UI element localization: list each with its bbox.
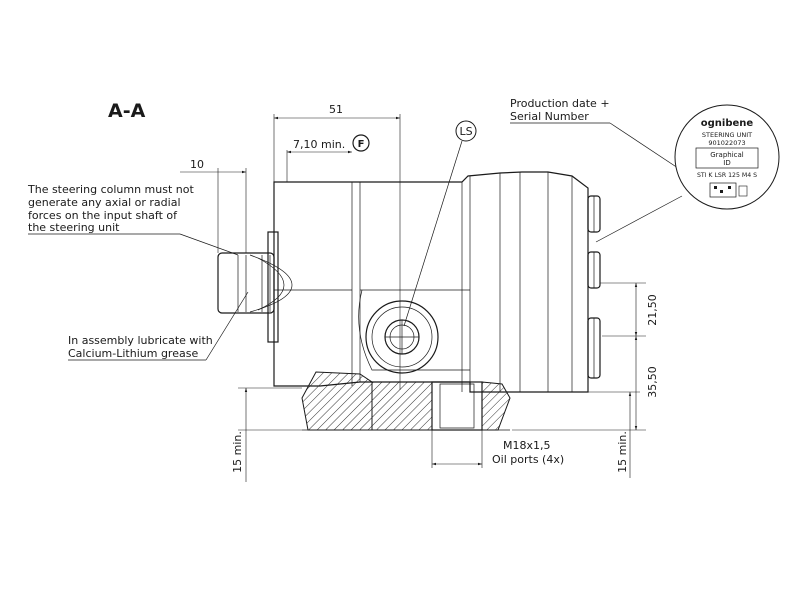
label-code: 901022073 [708,139,745,147]
dim-7-10-text: 7,10 min. [293,138,345,151]
oil-ports-line-1: M18x1,5 [503,439,551,452]
label-graphical-line-1: Graphical [710,151,744,159]
dim-overall-length: 51 [273,103,401,390]
note-production-line-2: Serial Number [510,110,589,123]
dim-15-right-text: 15 min. [616,431,629,473]
oil-ports-line-2: Oil ports (4x) [492,453,564,466]
section-title: A-A [108,100,146,122]
dim-10-text: 10 [190,158,204,171]
steering-unit-body [217,171,601,431]
note-steering-line-4: the steering unit [28,221,120,234]
base-section [301,371,511,431]
label-graphical-line-2: ID [723,159,730,167]
label-graphical-id-box [695,147,759,169]
label-barcode [709,182,737,198]
ls-port [365,300,439,374]
note-steering-line-2: generate any axial or radial [28,196,181,209]
f-symbol-circle [352,134,370,152]
note-production: Production date + Serial Number [510,97,691,243]
dim-oil-ports: M18x1,5 Oil ports (4x) [431,430,564,468]
dim-51-text: 51 [329,103,343,116]
label-model: STI K LSR 125 M4 S [697,172,757,179]
dim-clearance-left: 15 min. [231,387,302,482]
ls-text: LS [459,125,472,138]
dim-port-height-lower: 35,50 [512,336,659,431]
note-lubrication: In assembly lubricate with Calcium-Lithi… [68,291,249,361]
dim-shaft-length: 10 [180,158,247,253]
dim-port-height-upper: 21,50 [600,282,659,337]
label-plate: ognibene STEERING UNIT 901022073 Graphic… [674,104,780,210]
dim-clearance-right: 15 min. [588,391,640,478]
note-steering-line-3: forces on the input shaft of [28,209,178,222]
ls-marker: LS [403,120,477,327]
dim-min-clearance: 7,10 min. F [286,134,370,182]
label-product: STEERING UNIT [702,131,752,139]
note-lube-line-1: In assembly lubricate with [68,334,213,347]
dim-35-50-text: 35,50 [646,366,659,398]
dim-15-left-text: 15 min. [231,431,244,473]
note-production-line-1: Production date + [510,97,610,110]
f-symbol-text: F [358,139,365,150]
note-steering-column: The steering column must not generate an… [27,183,239,256]
note-steering-line-1: The steering column must not [27,183,194,196]
dim-21-50-text: 21,50 [646,294,659,326]
label-brand: ognibene [701,118,754,129]
note-lube-line-2: Calcium-Lithium grease [68,347,198,360]
